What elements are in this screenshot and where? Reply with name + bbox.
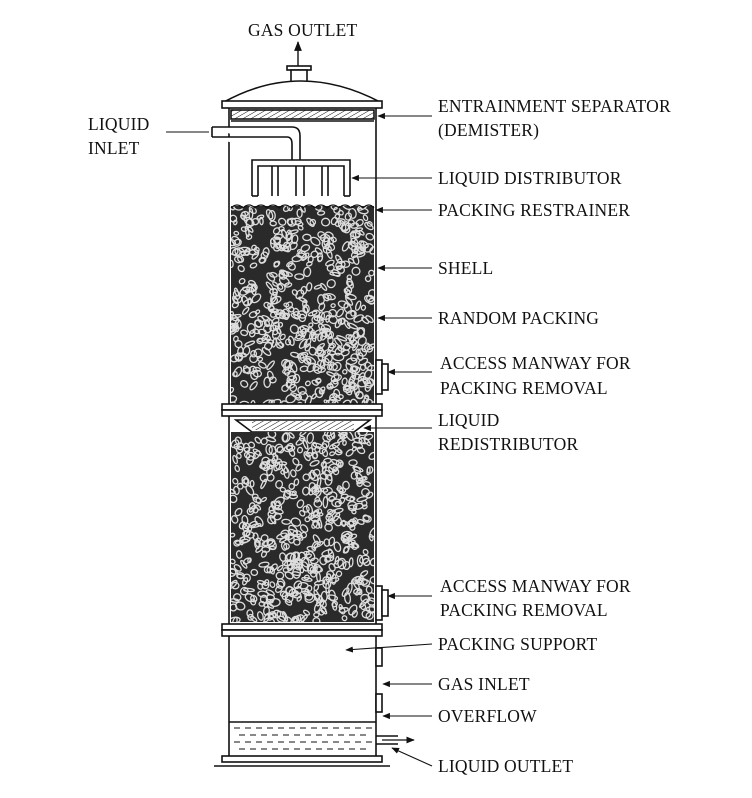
shell-label: SHELL — [438, 258, 494, 278]
lower-packing-bed — [231, 432, 374, 622]
gas-outlet-label: GAS OUTLET — [248, 20, 358, 40]
gas-outlet-nozzle — [286, 41, 312, 84]
liquid-inlet-label-line2: INLET — [88, 138, 140, 158]
entrainment-separator-label: ENTRAINMENT SEPARATOR — [438, 96, 671, 116]
packing-support-label: PACKING SUPPORT — [438, 634, 598, 654]
upper-manway — [375, 359, 389, 395]
redistributor-label-line2: REDISTRIBUTOR — [438, 434, 579, 454]
liquid-inlet-label-line1: LIQUID — [88, 114, 150, 134]
packing-restrainer — [230, 204, 375, 209]
liquid-redistributor — [233, 419, 373, 433]
liquid-distributor-label: LIQUID DISTRIBUTOR — [438, 168, 622, 188]
gas-inlet-nozzle — [375, 647, 383, 667]
packing-support — [221, 623, 383, 637]
upper-manway-label-line1: ACCESS MANWAY FOR — [440, 353, 631, 373]
liquid-inlet-pipe — [211, 126, 301, 160]
demister — [230, 109, 375, 120]
lower-manway-label-line2: PACKING REMOVAL — [440, 600, 608, 620]
top-head — [223, 80, 381, 103]
gas-inlet-label: GAS INLET — [438, 674, 530, 694]
upper-manway-label-line2: PACKING REMOVAL — [440, 378, 608, 398]
lower-manway-label-line1: ACCESS MANWAY FOR — [440, 576, 631, 596]
liquid-outlet-label: LIQUID OUTLET — [438, 756, 574, 776]
upper-packing-bed — [231, 206, 374, 406]
liquid-distributor — [251, 159, 351, 197]
overflow-label: OVERFLOW — [438, 706, 537, 726]
random-packing-label: RANDOM PACKING — [438, 308, 600, 328]
demister-label: (DEMISTER) — [438, 120, 540, 140]
liquid-outlet-pipe — [376, 735, 415, 745]
lower-manway — [375, 585, 389, 621]
leader-lines — [166, 112, 433, 767]
redistributor-label-line1: LIQUID — [438, 410, 500, 430]
upper-support-grate — [221, 403, 383, 417]
packing-restrainer-label: PACKING RESTRAINER — [438, 200, 631, 220]
column-base — [214, 755, 390, 767]
liquid-pool — [229, 721, 376, 750]
overflow-nozzle — [375, 693, 383, 713]
